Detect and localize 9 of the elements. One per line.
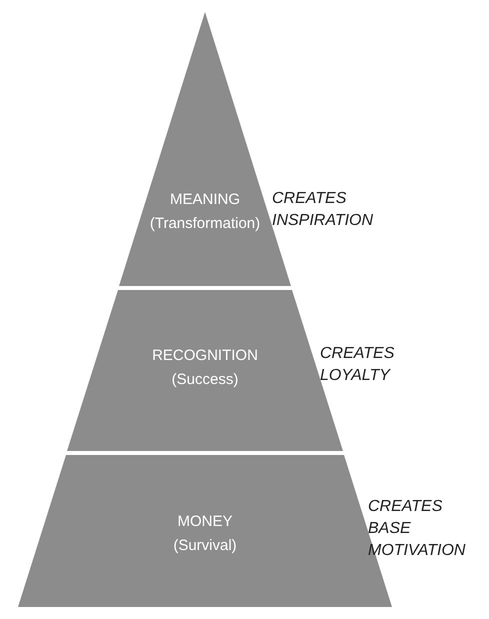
side-caption: CREATES BASE MOTIVATION: [368, 497, 466, 561]
tier-subheading: (Survival): [173, 536, 237, 556]
tier-subheading: (Transformation): [150, 214, 260, 234]
tier-heading: MONEY: [177, 512, 232, 532]
side-caption: CREATES INSPIRATION: [272, 189, 374, 231]
tier-heading: RECOGNITION: [152, 346, 258, 366]
side-caption: CREATES LOYALTY: [320, 344, 396, 386]
tier-subheading: (Success): [172, 370, 238, 390]
tier-heading: MEANING: [170, 190, 240, 210]
